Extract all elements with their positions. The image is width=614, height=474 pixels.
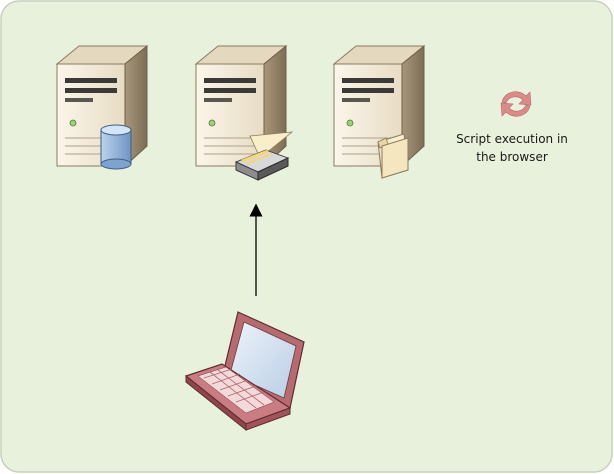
caption-line-1: Script execution in xyxy=(456,132,568,146)
server-database-icon xyxy=(55,44,149,170)
client-laptop xyxy=(184,311,305,432)
laptop-icon xyxy=(184,311,305,432)
script-execution-caption: Script execution in the browser xyxy=(452,130,572,166)
database-server xyxy=(55,44,149,170)
server-folder-icon xyxy=(332,44,426,179)
caption-line-2: the browser xyxy=(476,150,548,164)
server-printer-icon xyxy=(194,44,294,181)
file-server xyxy=(332,44,426,179)
printer-server xyxy=(194,44,294,181)
refresh-cycle-icon xyxy=(500,91,532,117)
